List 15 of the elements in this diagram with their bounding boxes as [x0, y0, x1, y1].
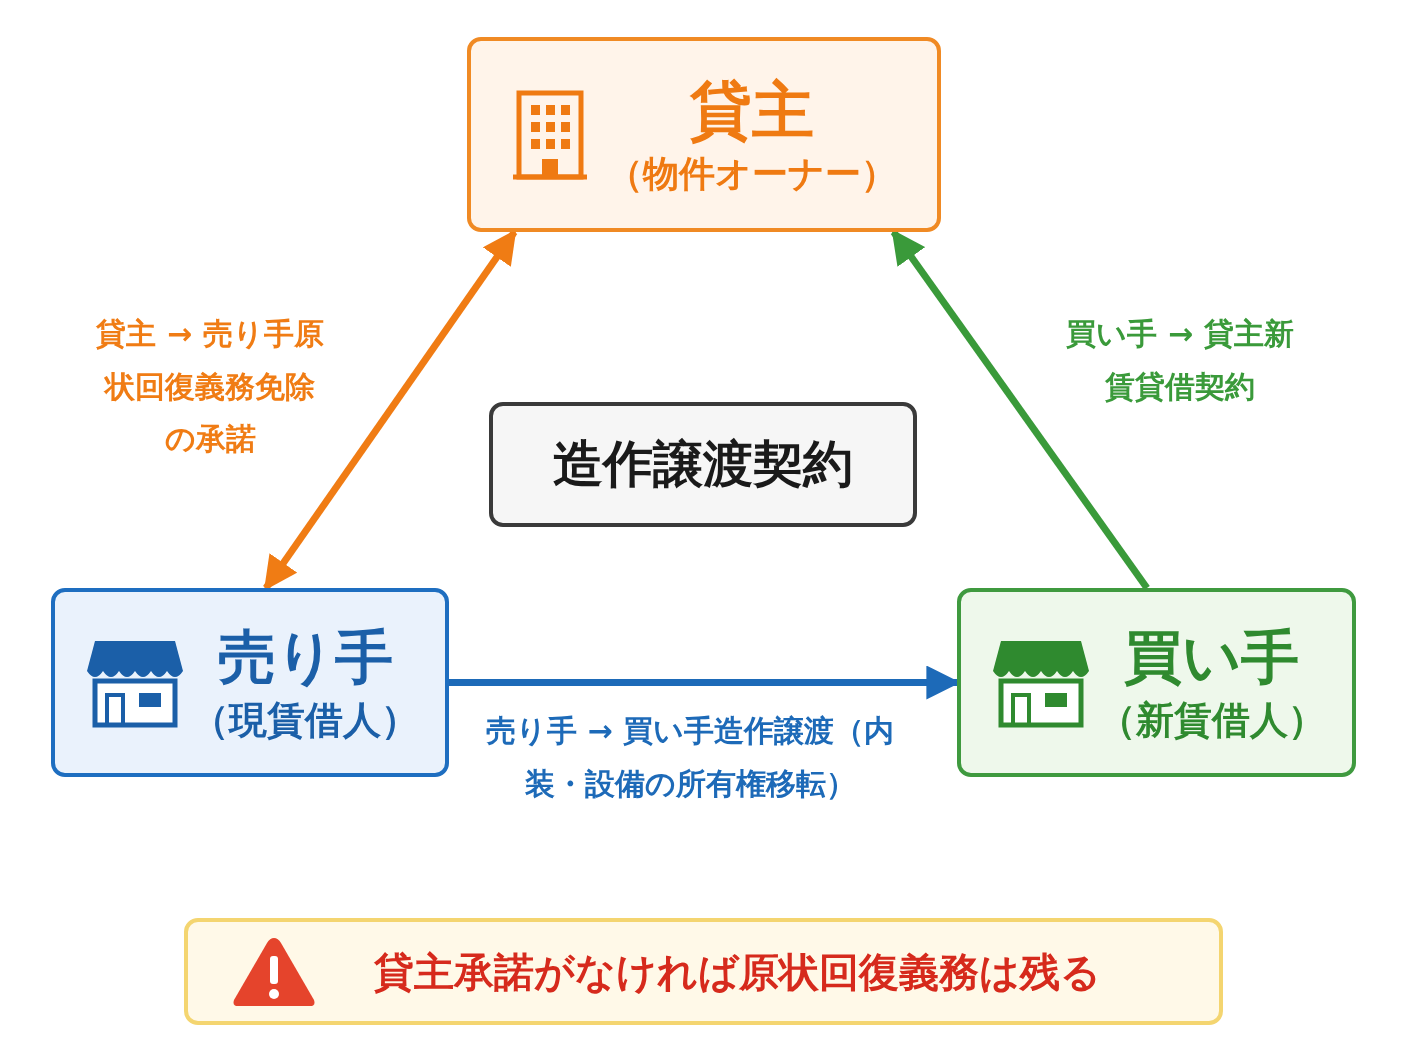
node-title: 貸主 [690, 72, 814, 149]
landlord-box [467, 37, 941, 232]
node-title: 造作譲渡契約 [553, 434, 853, 495]
node-subtitle: （物件オーナー） [607, 152, 897, 197]
arrow [890, 229, 1150, 591]
contract-box [489, 402, 917, 527]
seller-box [51, 588, 449, 777]
node-subtitle: （現賃借人） [191, 696, 419, 744]
node-title: 売り手 [217, 622, 393, 694]
node-title: 貸主承諾がなければ原状回復義務は残る [374, 947, 1101, 997]
arrow [263, 229, 518, 591]
warning-box [184, 918, 1223, 1025]
node-title: 買い手 [1124, 622, 1299, 694]
buyer-box [957, 588, 1356, 777]
node-subtitle: （新賃借人） [1097, 696, 1326, 744]
